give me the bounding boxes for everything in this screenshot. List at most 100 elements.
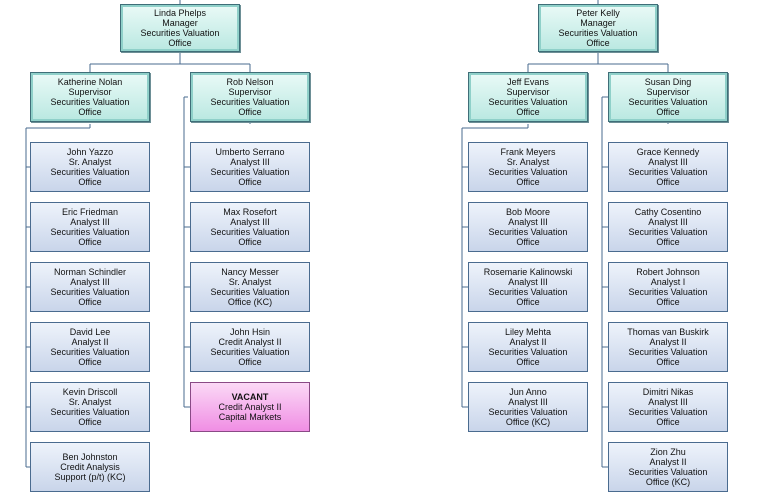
person-dept-line2: Office bbox=[586, 38, 610, 48]
person-title: Manager bbox=[162, 18, 198, 28]
person-name: Linda Phelps bbox=[153, 8, 207, 18]
person-dept: Securities Valuation bbox=[488, 407, 568, 417]
person-name: Rob Nelson bbox=[226, 77, 274, 87]
person-name: Robert Johnson bbox=[636, 267, 700, 277]
staff-box-grace-kennedy: Grace Kennedy Analyst III Securities Val… bbox=[608, 142, 728, 192]
staff-box-bob-moore: Bob Moore Analyst III Securities Valuati… bbox=[468, 202, 588, 252]
person-dept: Securities Valuation bbox=[50, 227, 130, 237]
person-name: Nancy Messer bbox=[221, 267, 279, 277]
person-dept-line2: Office bbox=[78, 357, 102, 367]
manager-box-linda-phelps: Linda Phelps Manager Securities Valuatio… bbox=[120, 4, 240, 52]
person-title: Analyst II bbox=[649, 337, 687, 347]
staff-box-liley-mehta: Liley Mehta Analyst II Securities Valuat… bbox=[468, 322, 588, 372]
person-dept-line2: Office bbox=[656, 237, 680, 247]
person-name: Zion Zhu bbox=[650, 447, 686, 457]
person-name: David Lee bbox=[69, 327, 111, 337]
person-dept-line2: Office bbox=[516, 107, 540, 117]
supervisor-box-susan-ding: Susan Ding Supervisor Securities Valuati… bbox=[608, 72, 728, 122]
staff-box-vacant: VACANT Credit Analyst II Capital Markets bbox=[190, 382, 310, 432]
person-dept: Securities Valuation bbox=[488, 167, 568, 177]
supervisor-box-katherine-nolan: Katherine Nolan Supervisor Securities Va… bbox=[30, 72, 150, 122]
person-dept: Securities Valuation bbox=[488, 347, 568, 357]
person-title: Analyst III bbox=[230, 217, 270, 227]
staff-box-thomas-van-buskirk: Thomas van Buskirk Analyst II Securities… bbox=[608, 322, 728, 372]
connector-linda-down bbox=[89, 52, 251, 72]
person-title: Supervisor bbox=[68, 87, 112, 97]
person-dept-line2: Office bbox=[238, 237, 262, 247]
person-name: Rosemarie Kalinowski bbox=[483, 267, 573, 277]
person-name: Norman Schindler bbox=[53, 267, 127, 277]
person-name: Umberto Serrano bbox=[215, 147, 285, 157]
person-dept: Securities Valuation bbox=[50, 97, 130, 107]
staff-box-max-rosefort: Max Rosefort Analyst III Securities Valu… bbox=[190, 202, 310, 252]
person-title: Analyst II bbox=[71, 337, 109, 347]
person-title: Manager bbox=[580, 18, 616, 28]
person-dept: Securities Valuation bbox=[50, 287, 130, 297]
person-dept-line2: Office (KC) bbox=[505, 417, 551, 427]
staff-box-norman-schindler: Norman Schindler Analyst III Securities … bbox=[30, 262, 150, 312]
person-name: Cathy Cosentino bbox=[634, 207, 702, 217]
person-dept: Securities Valuation bbox=[488, 287, 568, 297]
staff-box-dimitri-nikas: Dimitri Nikas Analyst III Securities Val… bbox=[608, 382, 728, 432]
staff-box-jun-anno: Jun Anno Analyst III Securities Valuatio… bbox=[468, 382, 588, 432]
person-dept-line2: Office (KC) bbox=[227, 297, 273, 307]
person-dept-line2: Office bbox=[656, 417, 680, 427]
staff-box-frank-meyers: Frank Meyers Sr. Analyst Securities Valu… bbox=[468, 142, 588, 192]
person-dept-line2: Office bbox=[78, 297, 102, 307]
person-name: Thomas van Buskirk bbox=[627, 327, 709, 337]
person-dept: Securities Valuation bbox=[628, 467, 708, 477]
person-dept: Securities Valuation bbox=[50, 347, 130, 357]
person-dept: Capital Markets bbox=[218, 412, 282, 422]
person-dept: Securities Valuation bbox=[628, 347, 708, 357]
person-title: Supervisor bbox=[646, 87, 690, 97]
person-dept: Securities Valuation bbox=[210, 347, 290, 357]
staff-box-robert-johnson: Robert Johnson Analyst I Securities Valu… bbox=[608, 262, 728, 312]
person-dept: Securities Valuation bbox=[210, 287, 290, 297]
person-dept-line2: Office bbox=[516, 297, 540, 307]
staff-box-ben-johnston: Ben Johnston Credit Analysis Support (p/… bbox=[30, 442, 150, 492]
staff-box-john-yazzo: John Yazzo Sr. Analyst Securities Valuat… bbox=[30, 142, 150, 192]
person-title: Analyst II bbox=[649, 457, 687, 467]
person-dept-line2: Office bbox=[656, 357, 680, 367]
person-name: John Yazzo bbox=[66, 147, 114, 157]
person-dept: Securities Valuation bbox=[628, 97, 708, 107]
person-name: Peter Kelly bbox=[576, 8, 620, 18]
person-dept: Securities Valuation bbox=[210, 167, 290, 177]
person-title: Analyst III bbox=[648, 157, 688, 167]
person-dept: Support (p/t) (KC) bbox=[54, 472, 126, 482]
person-dept-line2: Office bbox=[238, 107, 262, 117]
person-title: Analyst III bbox=[648, 217, 688, 227]
connector-katherine-spine bbox=[25, 124, 91, 468]
person-title: Credit Analysis bbox=[60, 462, 120, 472]
person-title: Sr. Analyst bbox=[228, 277, 272, 287]
person-name: Kevin Driscoll bbox=[62, 387, 118, 397]
person-dept: Securities Valuation bbox=[50, 407, 130, 417]
staff-box-zion-zhu: Zion Zhu Analyst II Securities Valuation… bbox=[608, 442, 728, 492]
person-title: Sr. Analyst bbox=[68, 157, 112, 167]
person-dept-line2: Office bbox=[78, 417, 102, 427]
manager-box-peter-kelly: Peter Kelly Manager Securities Valuation… bbox=[538, 4, 658, 52]
person-dept-line2: Office bbox=[516, 177, 540, 187]
person-dept-line2: Office bbox=[168, 38, 192, 48]
person-title: Analyst III bbox=[230, 157, 270, 167]
supervisor-box-rob-nelson: Rob Nelson Supervisor Securities Valuati… bbox=[190, 72, 310, 122]
staff-box-rosemarie-kalinowski: Rosemarie Kalinowski Analyst III Securit… bbox=[468, 262, 588, 312]
person-title: Analyst III bbox=[508, 277, 548, 287]
person-name: Jeff Evans bbox=[507, 77, 549, 87]
person-title: Analyst III bbox=[648, 397, 688, 407]
person-name: Katherine Nolan bbox=[57, 77, 123, 87]
staff-box-umberto-serrano: Umberto Serrano Analyst III Securities V… bbox=[190, 142, 310, 192]
connector-peter-down bbox=[527, 52, 669, 72]
staff-box-kevin-driscoll: Kevin Driscoll Sr. Analyst Securities Va… bbox=[30, 382, 150, 432]
person-dept-line2: Office bbox=[78, 237, 102, 247]
person-dept: Securities Valuation bbox=[488, 97, 568, 107]
person-title: Analyst III bbox=[508, 397, 548, 407]
person-title: Analyst III bbox=[70, 217, 110, 227]
person-name: Grace Kennedy bbox=[636, 147, 700, 157]
person-name: VACANT bbox=[231, 392, 269, 402]
person-title: Sr. Analyst bbox=[506, 157, 550, 167]
person-name: Max Rosefort bbox=[223, 207, 277, 217]
person-dept: Securities Valuation bbox=[488, 227, 568, 237]
person-name: Dimitri Nikas bbox=[642, 387, 694, 397]
person-dept: Securities Valuation bbox=[628, 227, 708, 237]
